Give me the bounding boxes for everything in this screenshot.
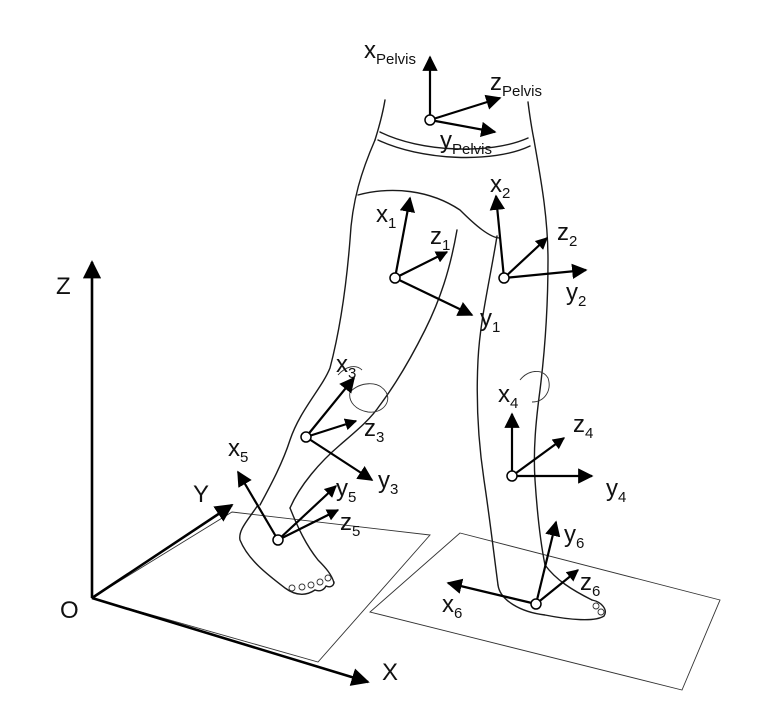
frame-5-y-label: y5: [336, 475, 356, 506]
frame-5-z-axis: [277, 509, 340, 541]
frame-6: x6 y6 z6: [442, 520, 600, 622]
frame-2-origin-marker: [498, 272, 510, 284]
frame-3-z-label: z3: [364, 415, 384, 446]
frame-3-x-axis: [305, 376, 355, 438]
frame-4-y-label: y4: [606, 475, 626, 506]
frame-2-z-axis: [503, 237, 548, 279]
frame-2-y-label: y2: [566, 279, 586, 310]
frame-2-x-label: x2: [490, 171, 510, 202]
frame-4-x-label: x4: [498, 381, 518, 412]
frame-6-origin-marker: [530, 598, 542, 610]
frame-1-z-axis: [394, 251, 449, 279]
frame-3-y-axis: [305, 436, 374, 481]
frame-1: x1 z1 y1: [376, 196, 500, 336]
frame-6-y-axis: [534, 520, 561, 605]
frame-4-origin-marker: [506, 470, 518, 482]
frame-6-z-axis: [535, 569, 579, 605]
frame-5-x-axis: [237, 470, 279, 541]
pelvis-origin-marker: [424, 114, 436, 126]
frame-2-x-axis: [489, 194, 506, 279]
body-outline: [239, 99, 606, 621]
global-y-label: Y: [193, 481, 209, 508]
global-y-axis: [91, 503, 234, 600]
frame-4: x4 z4 y4: [498, 381, 626, 506]
frame-3-origin-marker: [300, 431, 312, 443]
frame-3-x-label: x3: [336, 351, 356, 382]
pelvis-y-label: yPelvis: [440, 127, 492, 158]
global-z-label: Z: [56, 273, 71, 300]
frame-5-z-label: z5: [340, 509, 360, 540]
frame-2: x2 z2 y2: [489, 171, 588, 310]
frame-1-y-label: y1: [480, 305, 500, 336]
frame-5-y-axis: [277, 485, 337, 541]
frame-1-origin-marker: [389, 272, 401, 284]
global-x-label: X: [382, 659, 398, 686]
frame-2-y-axis: [503, 263, 588, 280]
frame-3-y-label: y3: [378, 467, 398, 498]
frame-1-x-label: x1: [376, 201, 396, 232]
frame-6-x-label: x6: [442, 591, 462, 622]
frame-5-x-label: x5: [228, 435, 248, 466]
floor-plate-left: [90, 511, 431, 663]
frame-2-z-label: z2: [557, 219, 577, 250]
frame-3: x3 z3 y3: [300, 351, 398, 498]
frame-1-x-axis: [393, 196, 416, 279]
frame-5-origin-marker: [272, 534, 284, 546]
frame-6-z-label: z6: [580, 569, 600, 600]
pelvis-z-label: zPelvis: [490, 69, 542, 100]
frame-4-z-axis: [511, 437, 565, 477]
frame-3-z-axis: [305, 418, 358, 439]
frame-6-y-label: y6: [564, 521, 584, 552]
pelvis-x-label: xPelvis: [364, 37, 416, 68]
frame-1-z-label: z1: [430, 223, 450, 254]
global-axes: Z X Y O: [56, 260, 398, 686]
frame-pelvis: xPelvis zPelvis yPelvis: [364, 37, 542, 158]
frame-4-z-label: z4: [573, 411, 593, 442]
frame-1-y-axis: [394, 277, 474, 316]
pelvis-z-axis: [429, 94, 502, 122]
pelvis-y-axis: [429, 118, 497, 138]
global-origin-label: O: [60, 597, 79, 624]
floor-plate-right: [369, 532, 721, 691]
global-x-axis: [91, 596, 370, 686]
frame-6-x-axis: [446, 578, 537, 606]
frame-5: x5 y5 z5: [228, 435, 360, 546]
